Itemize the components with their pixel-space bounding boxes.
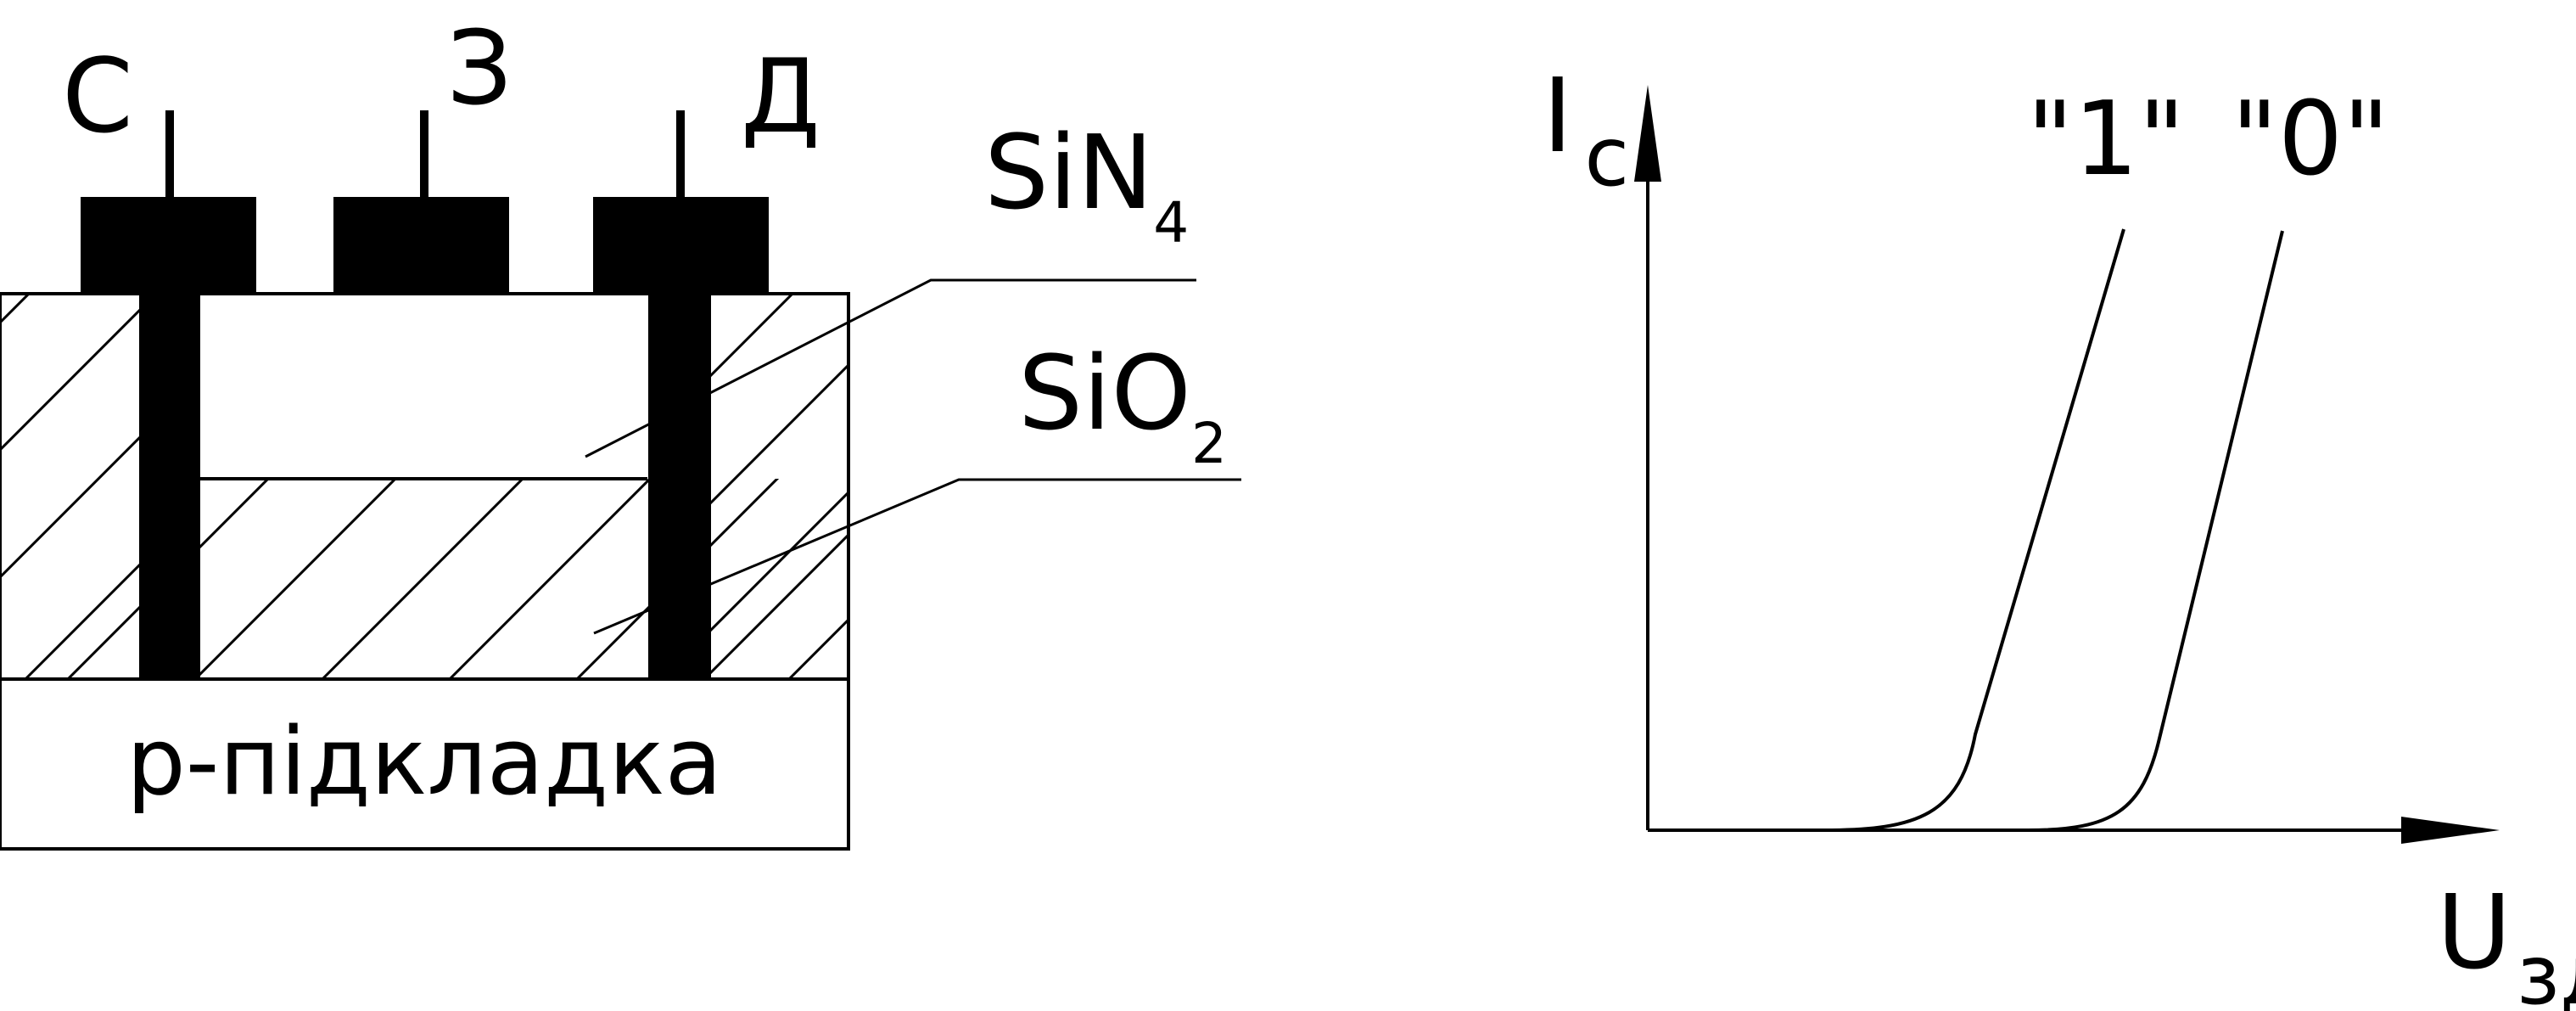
curve-state-1 <box>1823 228 2125 832</box>
curve-state-0 <box>2027 230 2284 832</box>
transfer-characteristics: Iс Uзд "1" "0" <box>1543 58 2576 1011</box>
drain-label: Д <box>741 38 820 156</box>
nitride-label: SiN4 <box>984 115 1189 256</box>
left-hatching <box>0 294 139 679</box>
nitride-leader-line <box>585 278 1196 458</box>
oxide-leader-line <box>593 478 1241 635</box>
source-plug <box>139 294 200 679</box>
substrate-label: p-підкладка <box>126 707 722 816</box>
x-axis-label: Uзд <box>2437 874 2576 1011</box>
source-label: С <box>62 38 133 156</box>
gate-label: З <box>447 10 512 128</box>
drain-plug <box>648 294 711 679</box>
curve-0-label: "0" <box>2232 81 2390 199</box>
source-electrode <box>81 197 256 295</box>
y-axis-arrow <box>1634 85 1661 182</box>
gate-electrode <box>333 197 509 295</box>
mnos-structure: p-підкладка <box>0 10 1241 851</box>
drain-electrode <box>593 197 769 295</box>
curve-1-label: "1" <box>2027 81 2186 199</box>
x-axis-arrow <box>2401 817 2500 844</box>
oxide-label: SiO2 <box>1018 335 1227 476</box>
